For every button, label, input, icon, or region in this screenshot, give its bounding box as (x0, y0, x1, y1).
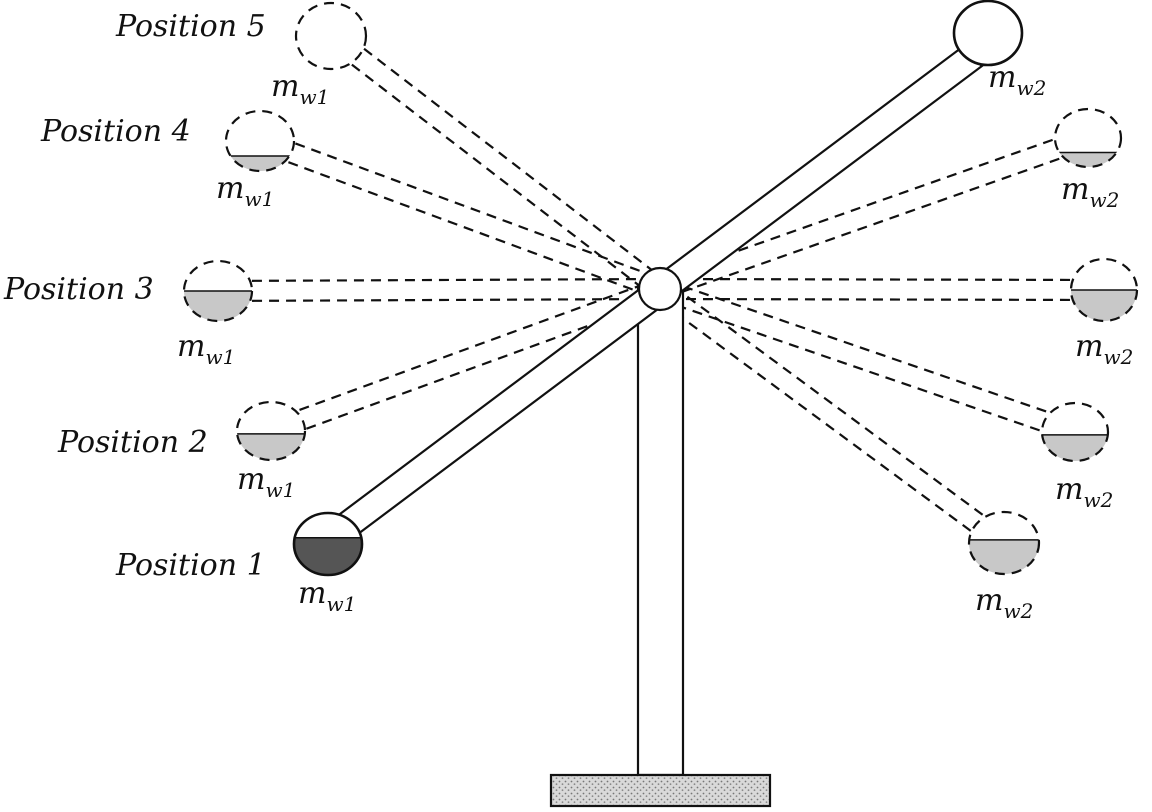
dashed-arm-edge (324, 43, 655, 298)
mass-w1-label-2: mw1 (237, 462, 295, 502)
dashed-arm-edge (662, 146, 1092, 300)
mass-w1-label-1: mw1 (298, 576, 356, 616)
weight-fill (294, 537, 362, 575)
weight-w2-5 (967, 510, 1041, 576)
mass-w1-label-4: mw1 (216, 171, 274, 211)
position-2-label: Position 2 (57, 425, 208, 460)
support-base (549, 773, 772, 808)
weight-w2-4 (1040, 401, 1110, 463)
weight-fill (237, 433, 305, 460)
position-labels: Position 1 Position 2 Position 3 Positio… (3, 9, 266, 583)
dashed-arm-edge (336, 27, 667, 282)
support-post (636, 286, 685, 777)
dashed-arm-edge (659, 297, 1104, 302)
weight-fill (1042, 434, 1108, 461)
weight-fill (1055, 152, 1121, 167)
weight-w2-2 (1053, 107, 1123, 169)
weight-w2-3 (1069, 257, 1139, 323)
dashed-arm-edge (217, 277, 660, 283)
mass-w1-label-3: mw1 (177, 329, 235, 369)
weight-w1-2 (235, 400, 307, 462)
mass-labels-w2: mw2 mw2 mw2 mw2 mw2 (975, 60, 1133, 623)
dashed-arm-edge (263, 130, 664, 281)
position-3-label: Position 3 (3, 272, 154, 307)
support-stand (549, 286, 772, 808)
weight-w1-5 (294, 1, 368, 71)
dashed-arm-lines (217, 27, 1105, 552)
weight-fill (1071, 290, 1137, 321)
weight-w1-1 (292, 511, 364, 577)
dashed-arm-edge (656, 297, 1073, 443)
weight-w1-3 (182, 259, 254, 323)
position-5-label: Position 5 (115, 9, 266, 44)
dashed-arm-edge (256, 149, 657, 300)
dashed-arm-edge (653, 296, 999, 552)
mass-w2-label-1: mw2 (988, 60, 1046, 100)
dashed-arm-edge (218, 297, 661, 303)
weight-fill (969, 539, 1039, 574)
dashed-arm-edge (660, 277, 1105, 282)
weight-fill (184, 291, 252, 321)
dashed-arm-edge (665, 280, 1011, 536)
mass-w2-label-4: mw2 (1055, 472, 1113, 512)
mass-w2-label-2: mw2 (1061, 172, 1119, 212)
mass-w2-label-3: mw2 (1075, 329, 1133, 369)
mass-labels-w1: mw1 mw1 mw1 mw1 mw1 (177, 69, 356, 616)
mass-w1-label-5: mw1 (271, 69, 329, 109)
mass-w2-label-5: mw2 (975, 583, 1033, 623)
position-1-label: Position 1 (115, 548, 266, 583)
position-4-label: Position 4 (40, 114, 191, 149)
weight-w2-1 (952, 0, 1024, 67)
dashed-arm-edge (267, 278, 657, 423)
dashed-arm-edge (662, 278, 1079, 424)
pivot-joint (637, 266, 683, 312)
weight-w1-4 (224, 109, 296, 173)
